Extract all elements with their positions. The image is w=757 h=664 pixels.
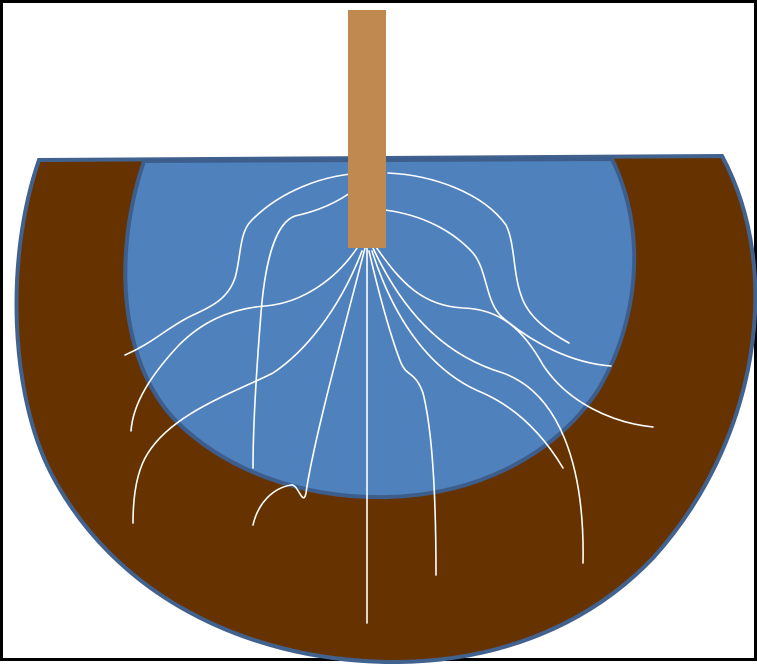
root-diagram-svg (3, 3, 757, 664)
plant-stem (348, 10, 386, 248)
